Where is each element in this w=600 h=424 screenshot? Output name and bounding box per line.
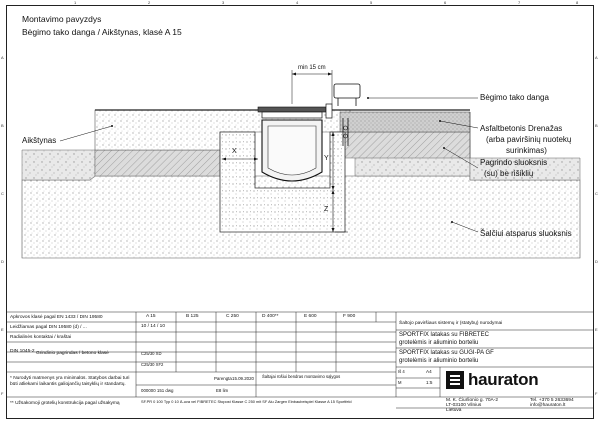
value-concrete-xd: C25/30 XD [141,351,162,356]
value-din-a15: 10 / 14 / 10 [141,324,166,329]
dimension-y: Y [324,155,329,162]
approved-label: Parengta [214,376,232,381]
ruler-mark: 5 [370,0,373,5]
table-notes: * Nurodyti matmenys yra minimalūs. Staty… [10,376,130,387]
ruler-mark: D [1,259,4,264]
scale-value: 1:5 [426,380,433,385]
ruler-mark: 6 [444,0,447,5]
ruler-mark: 4 [296,0,299,5]
dimension-x: X [232,148,237,155]
scale-label: M [398,380,402,385]
load-class-f900: F 900 [343,314,356,319]
table-row-label-contacts: Radialinės kontaktai / kraštai [10,335,72,340]
side-ruler-right: A B C D E F [595,5,600,419]
side-ruler-left: A B C D E F [1,5,6,419]
hauraton-logo: hauraton [444,369,592,396]
ruler-mark: F [1,391,4,396]
load-class-c250: C 250 [226,314,239,319]
product-heading: Šaltojo paviršiaus sistemų ir (statybų) … [399,321,503,326]
table-notes2: ** Užsakomoji grotelių konstrukcija paga… [10,401,120,406]
ruler-mark: A [1,55,4,60]
ruler-mark: 2 [148,0,151,5]
product-2-title: SPORTFIX latakas su GUGI-PA GF [399,350,494,356]
label-base-layer: Pagrindo sluoksnis [480,158,548,167]
address-line2: LT-03100 Vilnius [446,403,482,408]
value-concrete-xf2: C25/30 XF2 [141,362,164,367]
drawing-number: 000000 151 dwg [141,388,174,393]
load-class-d400: D 400** [262,314,279,319]
load-class-b125: B 125 [186,314,199,319]
ruler-mark: F [595,391,598,396]
ruler-mark: 3 [222,0,225,5]
ruler-mark: A [595,55,598,60]
format-value: A4 [426,369,432,374]
address-line1: M. K. Čiurlionio g. 70A-2 [446,398,498,403]
load-class-a15: A 15 [146,314,156,319]
ruler-mark: E [1,327,4,332]
load-class-e600: E 600 [304,314,317,319]
ruler-mark: B [595,123,598,128]
cross-section-drawing [21,70,581,259]
drawing-title-line1: Montavimo pavyzdys [22,14,102,24]
hauraton-logo-icon [446,371,464,389]
ruler-mark: C [595,191,598,196]
dimension-z: Z [324,206,329,213]
table-row-label-din1045: DIN 1045-2 [10,349,35,354]
ruler-mark: B [1,123,4,128]
drawing-description: SF.PR 0 100 Typ 0 10 Ä-uva vel FIBRETEC … [141,399,352,404]
table-row-label-concrete: Grindinio pagrindas / betono klasė [36,351,109,356]
label-asphalt-concrete-line3: surinkimas) [506,146,547,155]
product-2-sub: grotelėmis ir aliuminio borteliu [399,358,479,364]
ruler-mark: 7 [518,0,521,5]
top-ruler: 1 2 3 4 5 6 7 8 [6,0,594,5]
email: info@hauraton.lt [530,403,566,408]
ruler-mark: E [595,327,598,332]
label-running-track-surface: Bėgimo tako danga [480,93,549,102]
label-asphalt-concrete: Asfaltbetonis Drenažas [480,124,563,133]
drawing-ref: E8 lim [216,388,229,393]
table-row-label-load-class: Apkrovos klasė pagal EN 1433 / DIN 19580 [10,315,103,320]
dimension-min-width: min 15 cm [298,65,326,71]
label-frost-layer: Šalčiui atsparus sluoksnis [480,229,572,238]
label-playground: Aikštynas [22,136,57,145]
figure-label: Šaltajai rūšiui bendras montavimo sąlygo… [262,374,341,379]
label-base-layer-line2: (su) be rišiklių [484,169,534,178]
format-label: Iš 4 [398,369,405,374]
drawing-title-line2: Bėgimo tako danga / Aikštynas, klasė A 1… [22,27,182,37]
label-asphalt-concrete-line2: (arba paviršinių nuotekų [486,135,572,144]
ruler-mark: D [595,259,598,264]
drawing-sheet [6,5,594,419]
approved-date: 15.09.2020 [232,376,254,381]
product-1-sub: grotelėmis ir aliuminio borteliu [399,340,479,346]
phone: Tel. +370 5 2633694 [530,398,574,403]
table-row-label-din: Leidžiamas pagal DIN 19580 (d) / ... [10,325,87,330]
ruler-mark: C [1,191,4,196]
hauraton-brand: hauraton [468,370,539,389]
ruler-mark: 1 [74,0,77,5]
product-1-title: SPORTFIX latakas su FIBRETEC [399,332,489,338]
ruler-mark: 8 [576,0,579,5]
address-line3: Lietuva [446,408,462,413]
